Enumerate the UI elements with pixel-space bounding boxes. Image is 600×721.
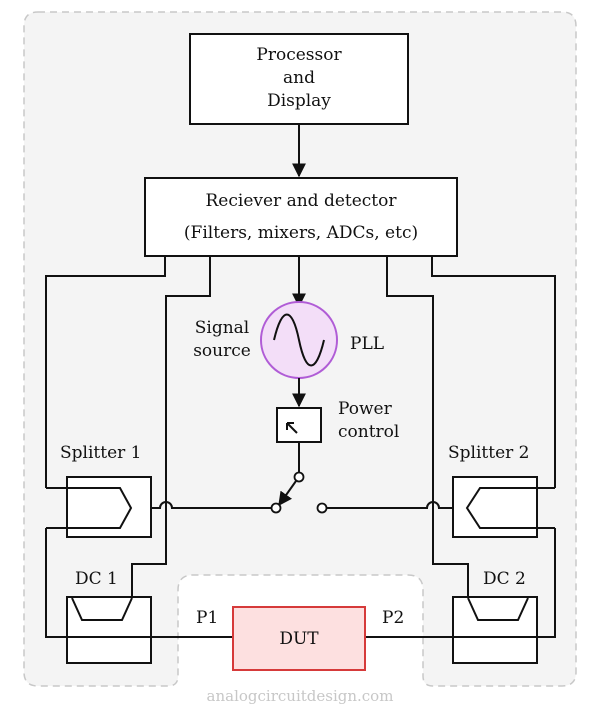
receiver-detector-block: Reciever and detector (Filters, mixers, … xyxy=(144,177,458,257)
power-control-label-line2: control xyxy=(338,422,399,442)
processor-display-block: Processor and Display xyxy=(189,33,409,125)
receiver-right-inner-wire xyxy=(386,256,469,598)
directional-coupler-1 xyxy=(66,596,152,664)
power-control-block xyxy=(276,407,322,443)
splitter-2 xyxy=(452,476,555,538)
watermark: analogcircuitdesign.com xyxy=(207,687,394,705)
processor-and-label: and xyxy=(283,68,315,88)
dut-label: DUT xyxy=(279,629,319,649)
receiver-subtitle: (Filters, mixers, ADCs, etc) xyxy=(184,223,418,243)
splitter-1 xyxy=(46,476,152,538)
pll-label: PLL xyxy=(350,334,384,354)
receiver-right-outer-wire xyxy=(431,256,556,488)
signal-source-label-line1: Signal xyxy=(195,318,250,338)
splitter1-dc1-main-wire xyxy=(45,528,233,638)
rf-switch xyxy=(270,471,328,514)
splitter-2-label: Splitter 2 xyxy=(448,443,529,463)
splitter-1-label: Splitter 1 xyxy=(60,443,141,463)
power-control-label-line1: Power xyxy=(338,399,393,419)
splitter2-dc2-main-wire xyxy=(365,528,556,638)
signal-source-label-line2: source xyxy=(193,341,251,361)
directional-coupler-2 xyxy=(452,596,538,664)
receiver-left-outer-wire xyxy=(45,256,166,488)
sine-wave-icon xyxy=(273,313,325,367)
port-2-label: P2 xyxy=(382,608,404,628)
dc-1-label: DC 1 xyxy=(75,569,118,589)
display-label: Display xyxy=(267,91,331,111)
port-1-label: P1 xyxy=(196,608,218,628)
attenuator-arrow-icon xyxy=(286,422,298,434)
pll-oscillator xyxy=(260,301,338,379)
processor-label: Processor xyxy=(256,45,342,65)
receiver-title: Reciever and detector xyxy=(206,191,398,211)
receiver-left-inner-wire xyxy=(131,256,211,598)
dc-2-label: DC 2 xyxy=(483,569,526,589)
dut-block: DUT xyxy=(232,606,366,671)
